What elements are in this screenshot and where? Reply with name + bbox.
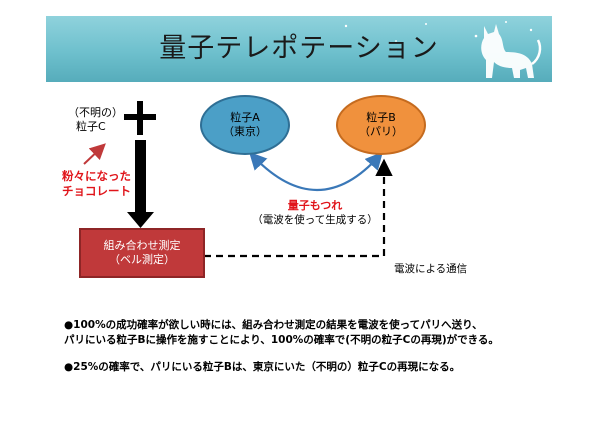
- entanglement-note: （電波を使って生成する）: [252, 214, 378, 226]
- particle-a-name: 粒子A: [230, 111, 260, 124]
- title-banner: 量子テレポテーション: [46, 16, 552, 82]
- measurement-title: 組み合わせ測定: [103, 239, 181, 252]
- particle-b-location: （パリ）: [359, 125, 403, 138]
- particle-c-line2: 粒子C: [76, 120, 106, 133]
- cat-silhouette-icon: [481, 24, 542, 78]
- red-arrow: [83, 143, 106, 165]
- particle-a-location: （東京）: [223, 125, 267, 138]
- plus-sign: [124, 101, 156, 135]
- particle-c-line1: （不明の）: [68, 106, 123, 119]
- body-paragraph-1-line1: ●100%の成功確率が欲しい時には、組み合わせ測定の結果を電波を使ってパリへ送り…: [64, 319, 483, 331]
- particle-b-name: 粒子B: [366, 111, 396, 124]
- radio-link-label: 電波による通信: [394, 263, 468, 275]
- radio-link-line: [204, 158, 393, 258]
- entanglement-arrow: [248, 151, 383, 192]
- measurement-subtitle: （ベル測定）: [109, 253, 175, 266]
- body-paragraph-1: ●100%の成功確率が欲しい時には、組み合わせ測定の結果を電波を使ってパリへ送り…: [64, 318, 499, 348]
- page-title: 量子テレポテーション: [159, 33, 439, 64]
- measurement-box: 組み合わせ測定 （ベル測定）: [79, 228, 205, 278]
- entanglement-title: 量子もつれ: [287, 199, 343, 212]
- body-paragraph-1-line2: パリにいる粒子Bに操作を施すことにより、100%の確率で(不明の粒子Cの再現)が…: [64, 334, 499, 346]
- particle-b-node: 粒子B （パリ）: [336, 95, 426, 155]
- particle-a-node: 粒子A （東京）: [200, 95, 290, 155]
- entanglement-label: 量子もつれ （電波を使って生成する）: [250, 198, 380, 227]
- down-arrow: [127, 140, 154, 228]
- star-decoration: [344, 21, 533, 42]
- broken-chocolate-label: 粉々になった チョコレート: [62, 169, 131, 199]
- particle-c-label: （不明の） 粒子C: [68, 106, 123, 134]
- broken-chocolate-line1: 粉々になった: [62, 169, 131, 183]
- broken-chocolate-line2: チョコレート: [62, 184, 131, 198]
- body-paragraph-2: ●25%の確率で、パリにいる粒子Bは、東京にいた（不明の）粒子Cの再現になる。: [64, 361, 461, 373]
